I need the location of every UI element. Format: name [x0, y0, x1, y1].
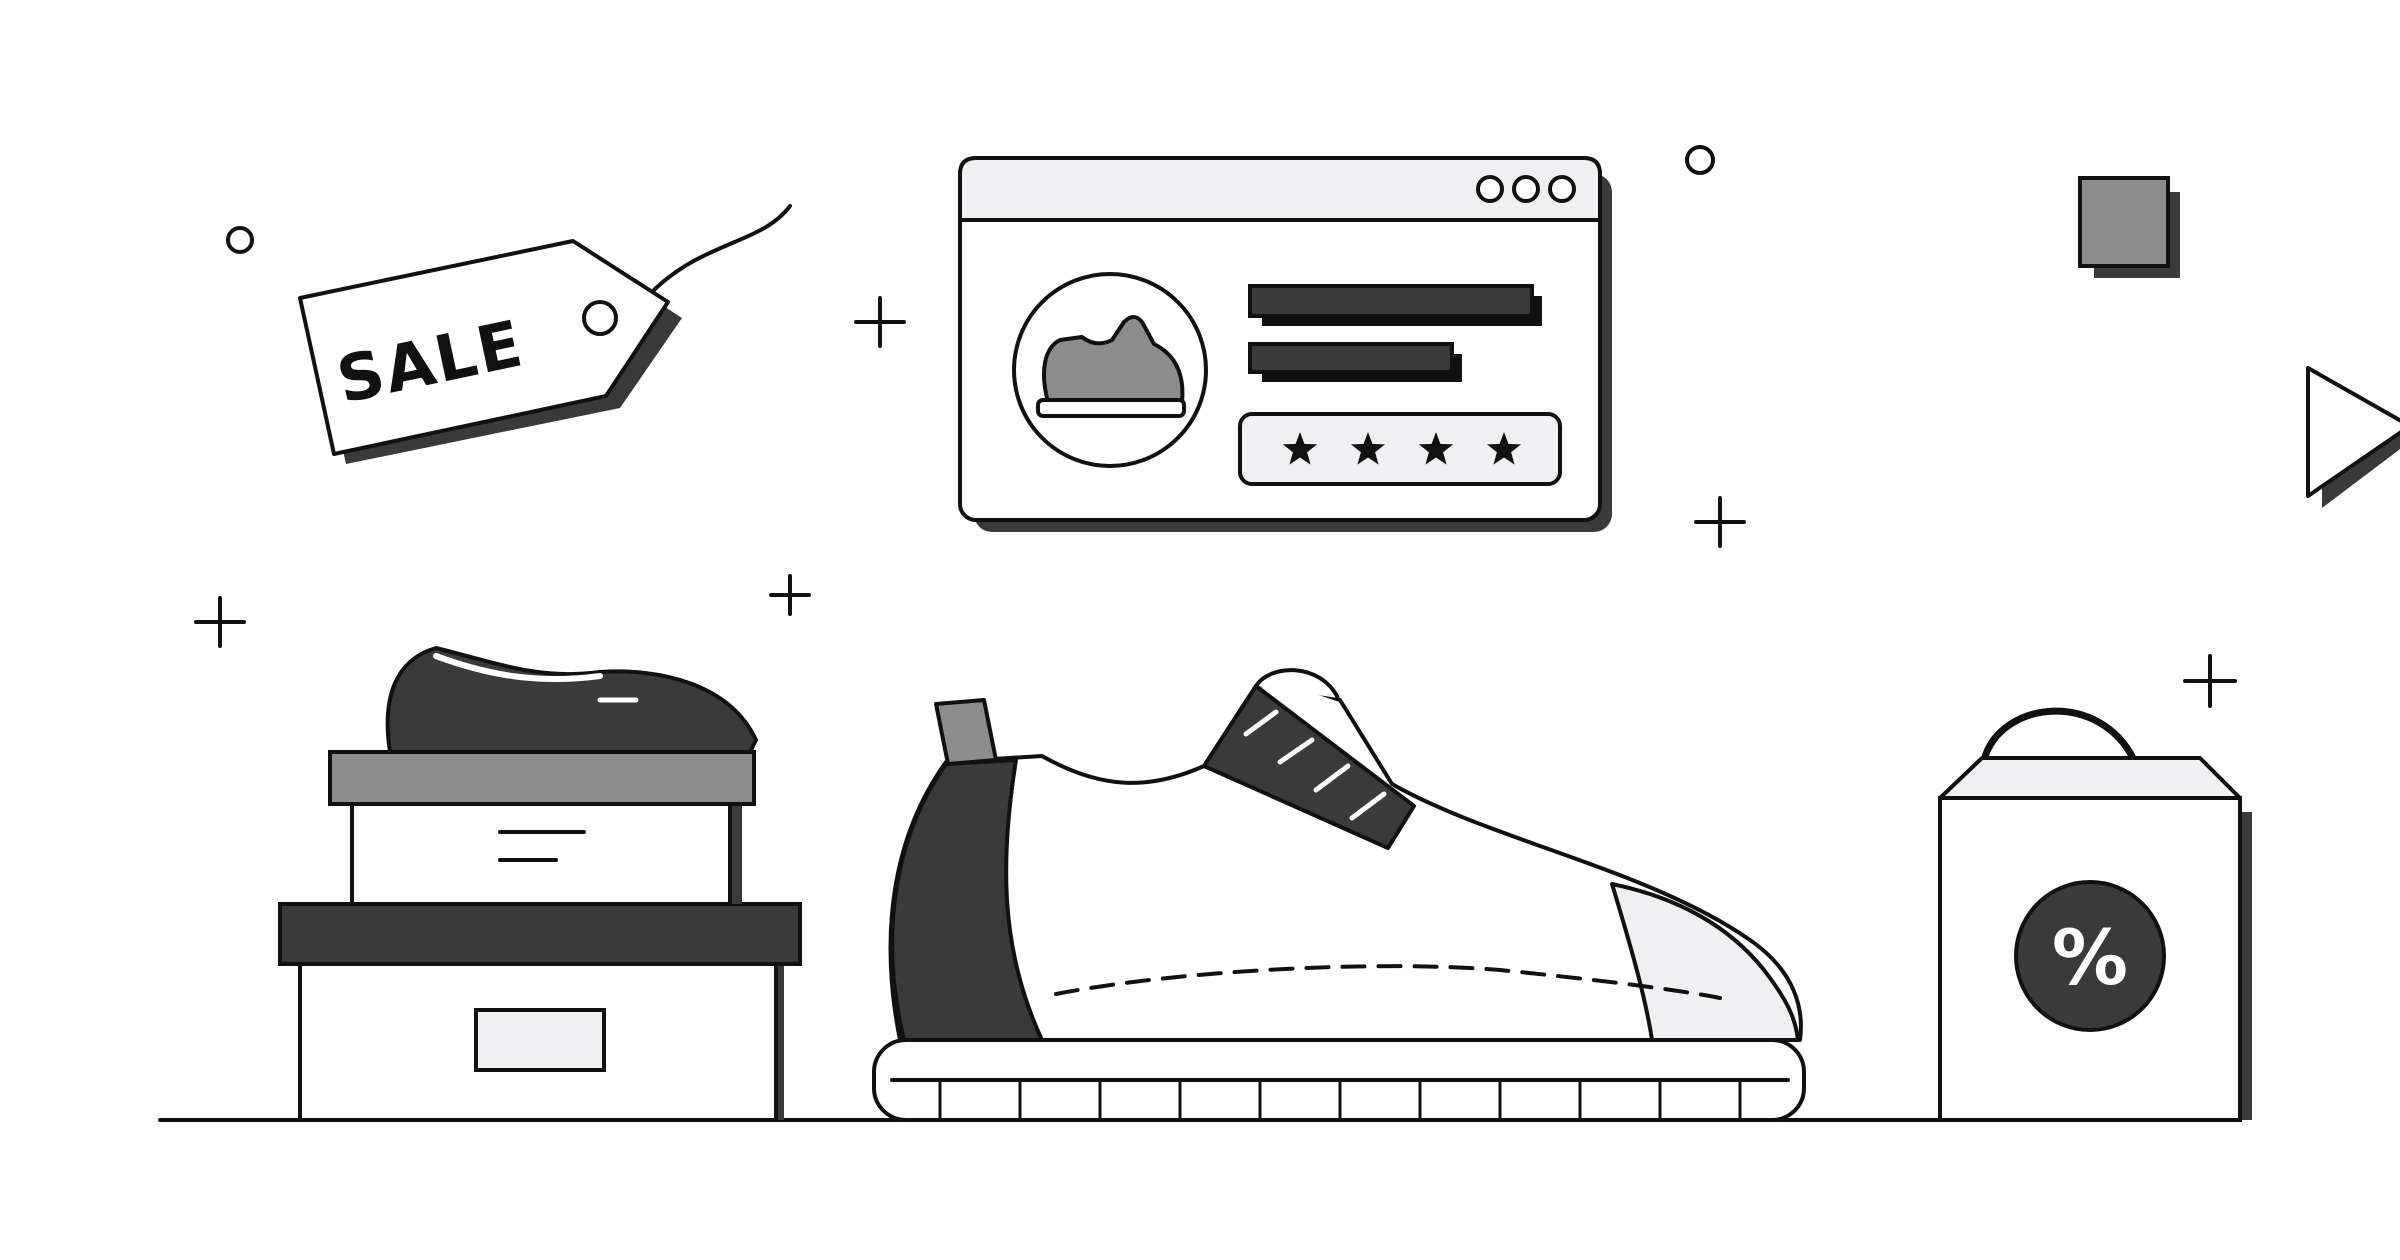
discount-badge-text: %	[2052, 913, 2128, 1002]
sneaker-toe-cap	[1610, 882, 1800, 1042]
bottom-box-label	[474, 1008, 606, 1072]
plus-sparkle-icon	[2183, 654, 2237, 708]
sale-tag-string	[644, 204, 792, 300]
product-title-placeholder	[1248, 284, 1542, 326]
window-titlebar	[958, 156, 1602, 222]
plus-sparkle-icon	[769, 574, 811, 616]
bag-handle	[1980, 707, 2138, 764]
bottom-box-lid	[278, 902, 802, 966]
shoe-boxes-stack	[278, 646, 802, 1122]
window-dots-icon	[1476, 175, 1576, 203]
product-thumbnail	[1012, 272, 1208, 468]
plus-sparkle-icon	[194, 596, 246, 648]
sneaker-stitching	[1054, 964, 1722, 1000]
play-triangle-icon	[2306, 366, 2400, 508]
shopping-bag: %	[1938, 707, 2252, 1122]
top-box-lid	[328, 750, 756, 806]
thumbnail-shoe-icon	[1042, 315, 1185, 404]
sneaker	[872, 668, 1806, 1122]
product-subtitle-placeholder	[1248, 342, 1462, 382]
star-icon	[1350, 432, 1386, 465]
star-icon	[1282, 432, 1318, 465]
product-rating-box	[1238, 412, 1562, 486]
square-sparkle-icon	[2078, 176, 2180, 278]
top-box-body	[350, 802, 732, 906]
sneaker-pull-tab	[934, 698, 998, 766]
product-browser-window	[958, 156, 1612, 532]
sale-tag-body	[298, 239, 670, 456]
plus-sparkle-icon	[1694, 496, 1746, 548]
sneaker-sole-treads	[938, 1080, 1742, 1118]
star-icon	[1418, 432, 1454, 465]
boxed-shoe	[385, 646, 758, 754]
rating-stars	[1282, 432, 1522, 465]
sale-tag-hole	[582, 300, 618, 336]
circle-sparkle-icon	[226, 226, 254, 254]
sneaker-heel-counter	[890, 758, 1044, 1042]
top-box-label-lines	[498, 830, 586, 862]
discount-badge	[2014, 880, 2166, 1032]
sneaker-tongue	[1254, 668, 1340, 699]
star-icon	[1486, 432, 1522, 465]
sneaker-laces	[1243, 709, 1387, 821]
circle-sparkle-icon	[1685, 145, 1715, 175]
bag-top	[1938, 756, 2242, 800]
sale-tag: SALE	[298, 204, 792, 464]
plus-sparkle-icon	[854, 296, 906, 348]
decor-sparkles	[194, 145, 2400, 708]
